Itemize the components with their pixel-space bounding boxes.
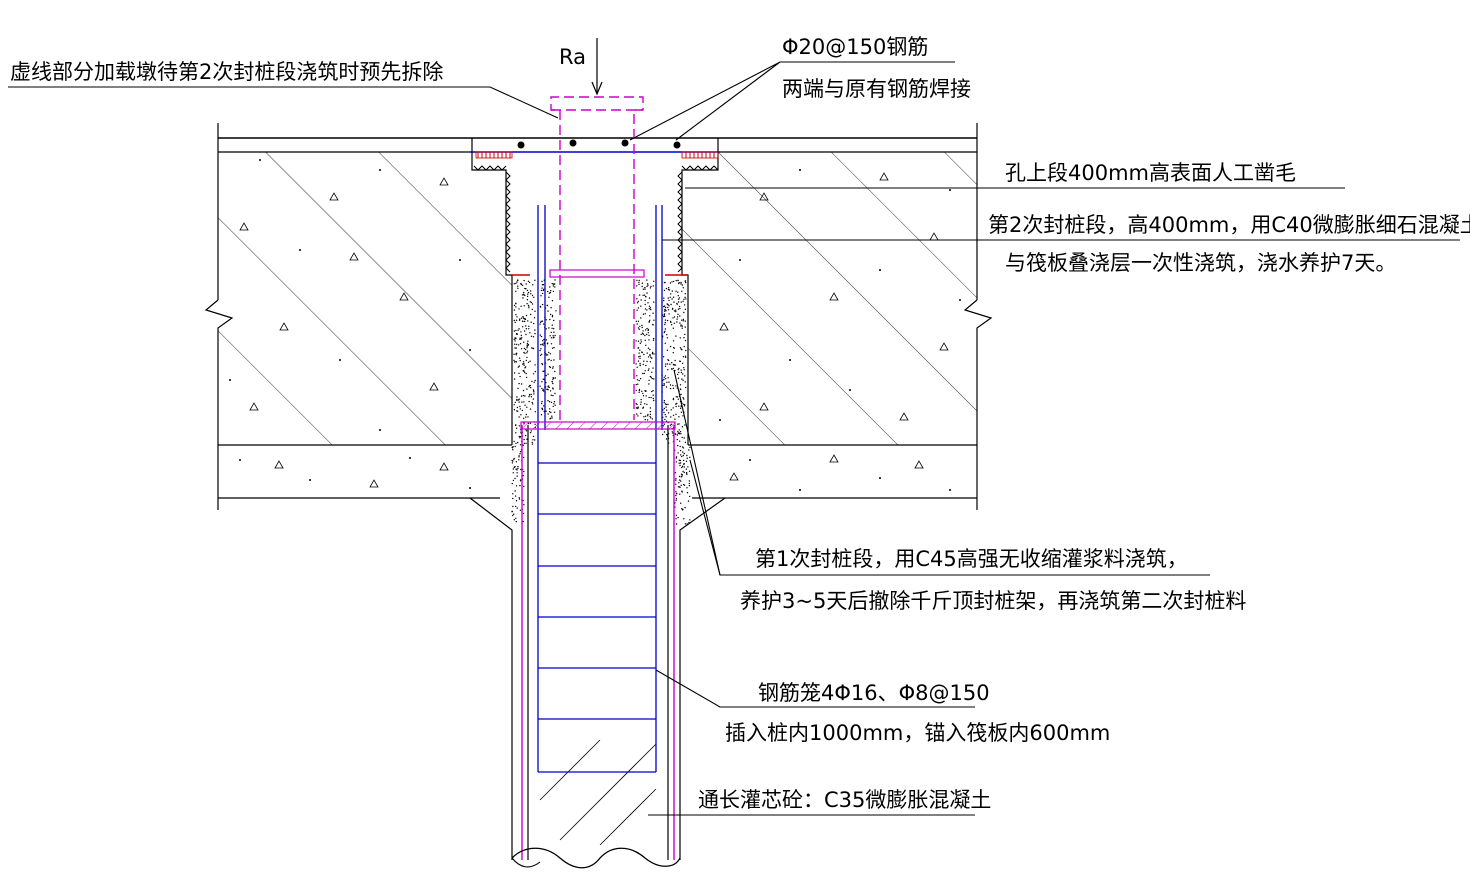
- top-rebar-note-2: 两端与原有钢筋焊接: [782, 77, 971, 101]
- core-concrete-note: 通长灌芯砼：C35微膨胀混凝土: [698, 788, 991, 812]
- raft-left-fill: [218, 152, 512, 445]
- top-rebar: [475, 139, 719, 159]
- core-concrete-hatch: [539, 739, 657, 846]
- second-seal-note-1: 第2次封桩段，高400mm，用C40微膨胀细石混凝土: [988, 213, 1470, 237]
- top-rebar-note-1: Φ20@150钢筋: [782, 35, 928, 59]
- steel-plates: [520, 269, 676, 430]
- first-seal-note-2: 养护3~5天后撤除千斤顶封桩架，再浇筑第二次封桩料: [740, 589, 1246, 613]
- cage-note-1: 钢筋笼4Φ16、Φ8@150: [758, 681, 990, 705]
- leader-lines: [8, 61, 1460, 816]
- cage-note-2: 插入桩内1000mm，锚入筏板内600mm: [725, 721, 1110, 745]
- first-seal-note-1: 第1次封桩段，用C45高强无收缩灌浆料浇筑，: [755, 547, 1188, 571]
- raft-right-fill: [682, 152, 977, 445]
- second-seal-note-2: 与筏板叠浇层一次性浇筑，浇水养护7天。: [1005, 251, 1396, 275]
- dashed-pier-note: 虚线部分加载墩待第2次封桩段浇筑时预先拆除: [10, 60, 443, 84]
- load-arrow: [591, 38, 603, 96]
- chisel-note: 孔上段400mm高表面人工凿毛: [1005, 161, 1296, 185]
- concrete-dots: [229, 159, 961, 491]
- roughened-surface: [473, 165, 719, 273]
- pile-shell: [511, 274, 688, 869]
- loading-pier-dashed: [550, 96, 644, 420]
- raft-slab: [204, 123, 993, 860]
- grout-stipple: [511, 279, 691, 525]
- concrete-aggregate: [239, 172, 949, 488]
- load-label: Ra: [559, 45, 586, 69]
- rebar-cage: [537, 205, 663, 773]
